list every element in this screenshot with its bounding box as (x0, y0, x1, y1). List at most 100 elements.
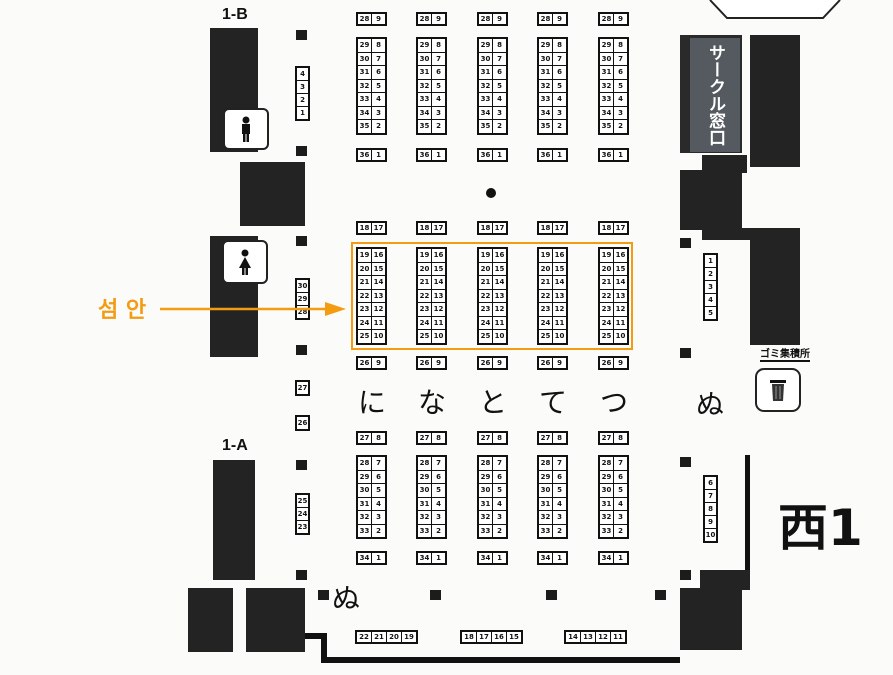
booth-number[interactable]: 22 (357, 632, 372, 642)
booth-number[interactable]: 14 (566, 632, 581, 642)
booth-number[interactable]: 28 (297, 308, 308, 316)
left-wall-booth[interactable]: 27 (295, 380, 310, 396)
booth-number[interactable]: 6 (705, 477, 716, 490)
booth-number[interactable]: 10 (705, 531, 716, 539)
booth-number[interactable]: 24 (297, 508, 308, 521)
booth-number[interactable]: 19 (404, 633, 414, 641)
booth-number[interactable]: 3 (705, 281, 716, 294)
booth-number[interactable]: 16 (492, 632, 507, 642)
booth-number[interactable]: 12 (596, 632, 611, 642)
booth-number[interactable]: 15 (509, 633, 519, 641)
booth-number[interactable]: 2 (297, 94, 308, 107)
booth-number[interactable]: 29 (297, 293, 308, 306)
booth-number[interactable]: 30 (297, 280, 308, 293)
booth-number[interactable]: 9 (705, 516, 716, 529)
booth-number[interactable]: 1 (300, 109, 305, 117)
booth-number[interactable]: 8 (705, 503, 716, 516)
booth-number[interactable]: 3 (297, 81, 308, 94)
booth-number[interactable]: 20 (387, 632, 402, 642)
booth-number[interactable]: 18 (462, 632, 477, 642)
booth-number[interactable]: 7 (705, 490, 716, 503)
booth-number[interactable]: 4 (705, 294, 716, 307)
booth-number[interactable]: 2 (705, 268, 716, 281)
booth-number[interactable]: 13 (581, 632, 596, 642)
booth-number[interactable]: 5 (708, 309, 713, 317)
booth-number[interactable]: 4 (297, 68, 308, 81)
